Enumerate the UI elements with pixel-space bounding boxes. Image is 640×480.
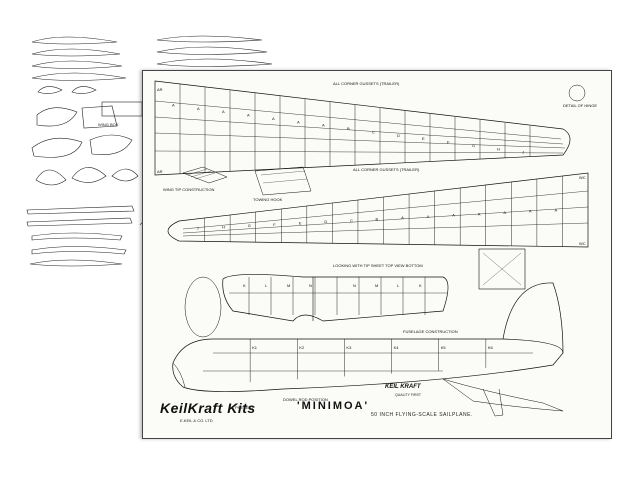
rib-label: A [554, 207, 557, 212]
quality-badge: KEIL KRAFT [385, 384, 421, 390]
note-hinge: DETAIL OF HINGE [563, 103, 597, 108]
rib-label: F [447, 140, 450, 145]
rib-label: C [372, 129, 375, 134]
rib-label: E [422, 136, 425, 141]
plan-sheet: A A A A A A A B C D E F G H J J H G F E D C B A A A A A A A K L M N N M L K… [142, 70, 612, 439]
quality-badge-sub: QUALITY FIRST [395, 393, 421, 397]
brand-subtitle: E.KEIL & CO. LTD [180, 418, 213, 423]
rib-label: A [272, 116, 275, 121]
rib-label: M [287, 283, 290, 288]
rib-label: K2 [299, 345, 305, 350]
rib-label: A [529, 209, 532, 214]
rib-label: A [401, 215, 404, 220]
note-tip-construction: WING TIP CONSTRUCTION [163, 187, 215, 192]
rib-label: A [197, 106, 200, 111]
rib-label: B [347, 126, 350, 131]
note-upper-gussets: ALL CORNER GUSSETS (TRAILER) [333, 81, 400, 86]
fin-outline [502, 282, 564, 354]
brand-logo: KeilKraft Kits [160, 400, 256, 416]
rib-label: A [222, 109, 225, 114]
rib-label: K4 [394, 345, 400, 350]
note-tow-hook: TOWING HOOK [253, 197, 283, 202]
wing-box-label: WING BOX [98, 122, 119, 127]
root-label: AR [157, 87, 163, 92]
rib-label: E [299, 220, 302, 225]
rib-label: A [247, 113, 250, 118]
rib-label: A [297, 119, 300, 124]
rib-label: K3 [346, 345, 352, 350]
upper-wing-outline [154, 80, 571, 176]
plan-subtitle: 50 INCH FLYING-SCALE SAILPLANE. [371, 412, 473, 418]
upper-wing-ribs: A A A A A A A B C D E F G H J [172, 84, 531, 174]
rib-label: K1 [252, 345, 258, 350]
rib-label: D [324, 219, 327, 224]
rib-label: A [452, 213, 455, 218]
rib-label: A [503, 210, 506, 215]
rib-label: G [248, 223, 251, 228]
fuselage-formers: K1 K2 K3 K4 K5 K6 [249, 339, 494, 383]
rib-label: A [172, 102, 175, 107]
rib-label: K [419, 283, 422, 288]
rib-label: C [350, 218, 353, 223]
rib-label: N [309, 283, 312, 288]
rib-label: A [322, 123, 325, 128]
rib-label: J [522, 150, 524, 155]
rib-label: L [265, 283, 268, 288]
rib-label: A [427, 214, 430, 219]
rib-label: H [222, 224, 225, 229]
rib-label: A [478, 211, 481, 216]
root-label: WC [579, 241, 586, 246]
rib-label: K [243, 283, 246, 288]
rib-label: M [375, 283, 378, 288]
rib-label: J [197, 226, 199, 231]
root-label: WC [579, 175, 586, 180]
plan-drawing: A A A A A A A B C D E F G H J J H G F E D C B A A A A A A A K L M N N M L K… [154, 80, 597, 417]
fuselage-outline [172, 338, 564, 392]
rib-label: K6 [488, 345, 494, 350]
rib-label: N [353, 283, 356, 288]
rib-label: F [273, 222, 276, 227]
rib-label: K5 [441, 345, 447, 350]
note-top-view: LOOKING WITH TIP SHEET TOP VIEW BOTTOM [333, 263, 423, 268]
note-fuselage-construction: FUSELAGE CONSTRUCTION [403, 329, 458, 334]
root-label: AR [157, 169, 163, 174]
lower-wing-ribs: J H G F E D C B A A A A A A A [197, 176, 563, 247]
note-dowel: DOWEL ROD POSITION [283, 397, 328, 402]
rib-label: H [497, 146, 500, 151]
present-label: PRESENT [235, 405, 254, 410]
lower-wing-outline [167, 172, 589, 248]
plan-title: 'MINIMOA' [297, 400, 370, 412]
tailplane-outline [222, 274, 449, 322]
rib-label: L [397, 283, 400, 288]
rib-label: G [472, 143, 475, 148]
note-lower-gussets: ALL CORNER GUSSETS (TRAILER) [353, 167, 420, 172]
rib-label: B [376, 217, 379, 222]
rib-label: D [397, 133, 400, 138]
